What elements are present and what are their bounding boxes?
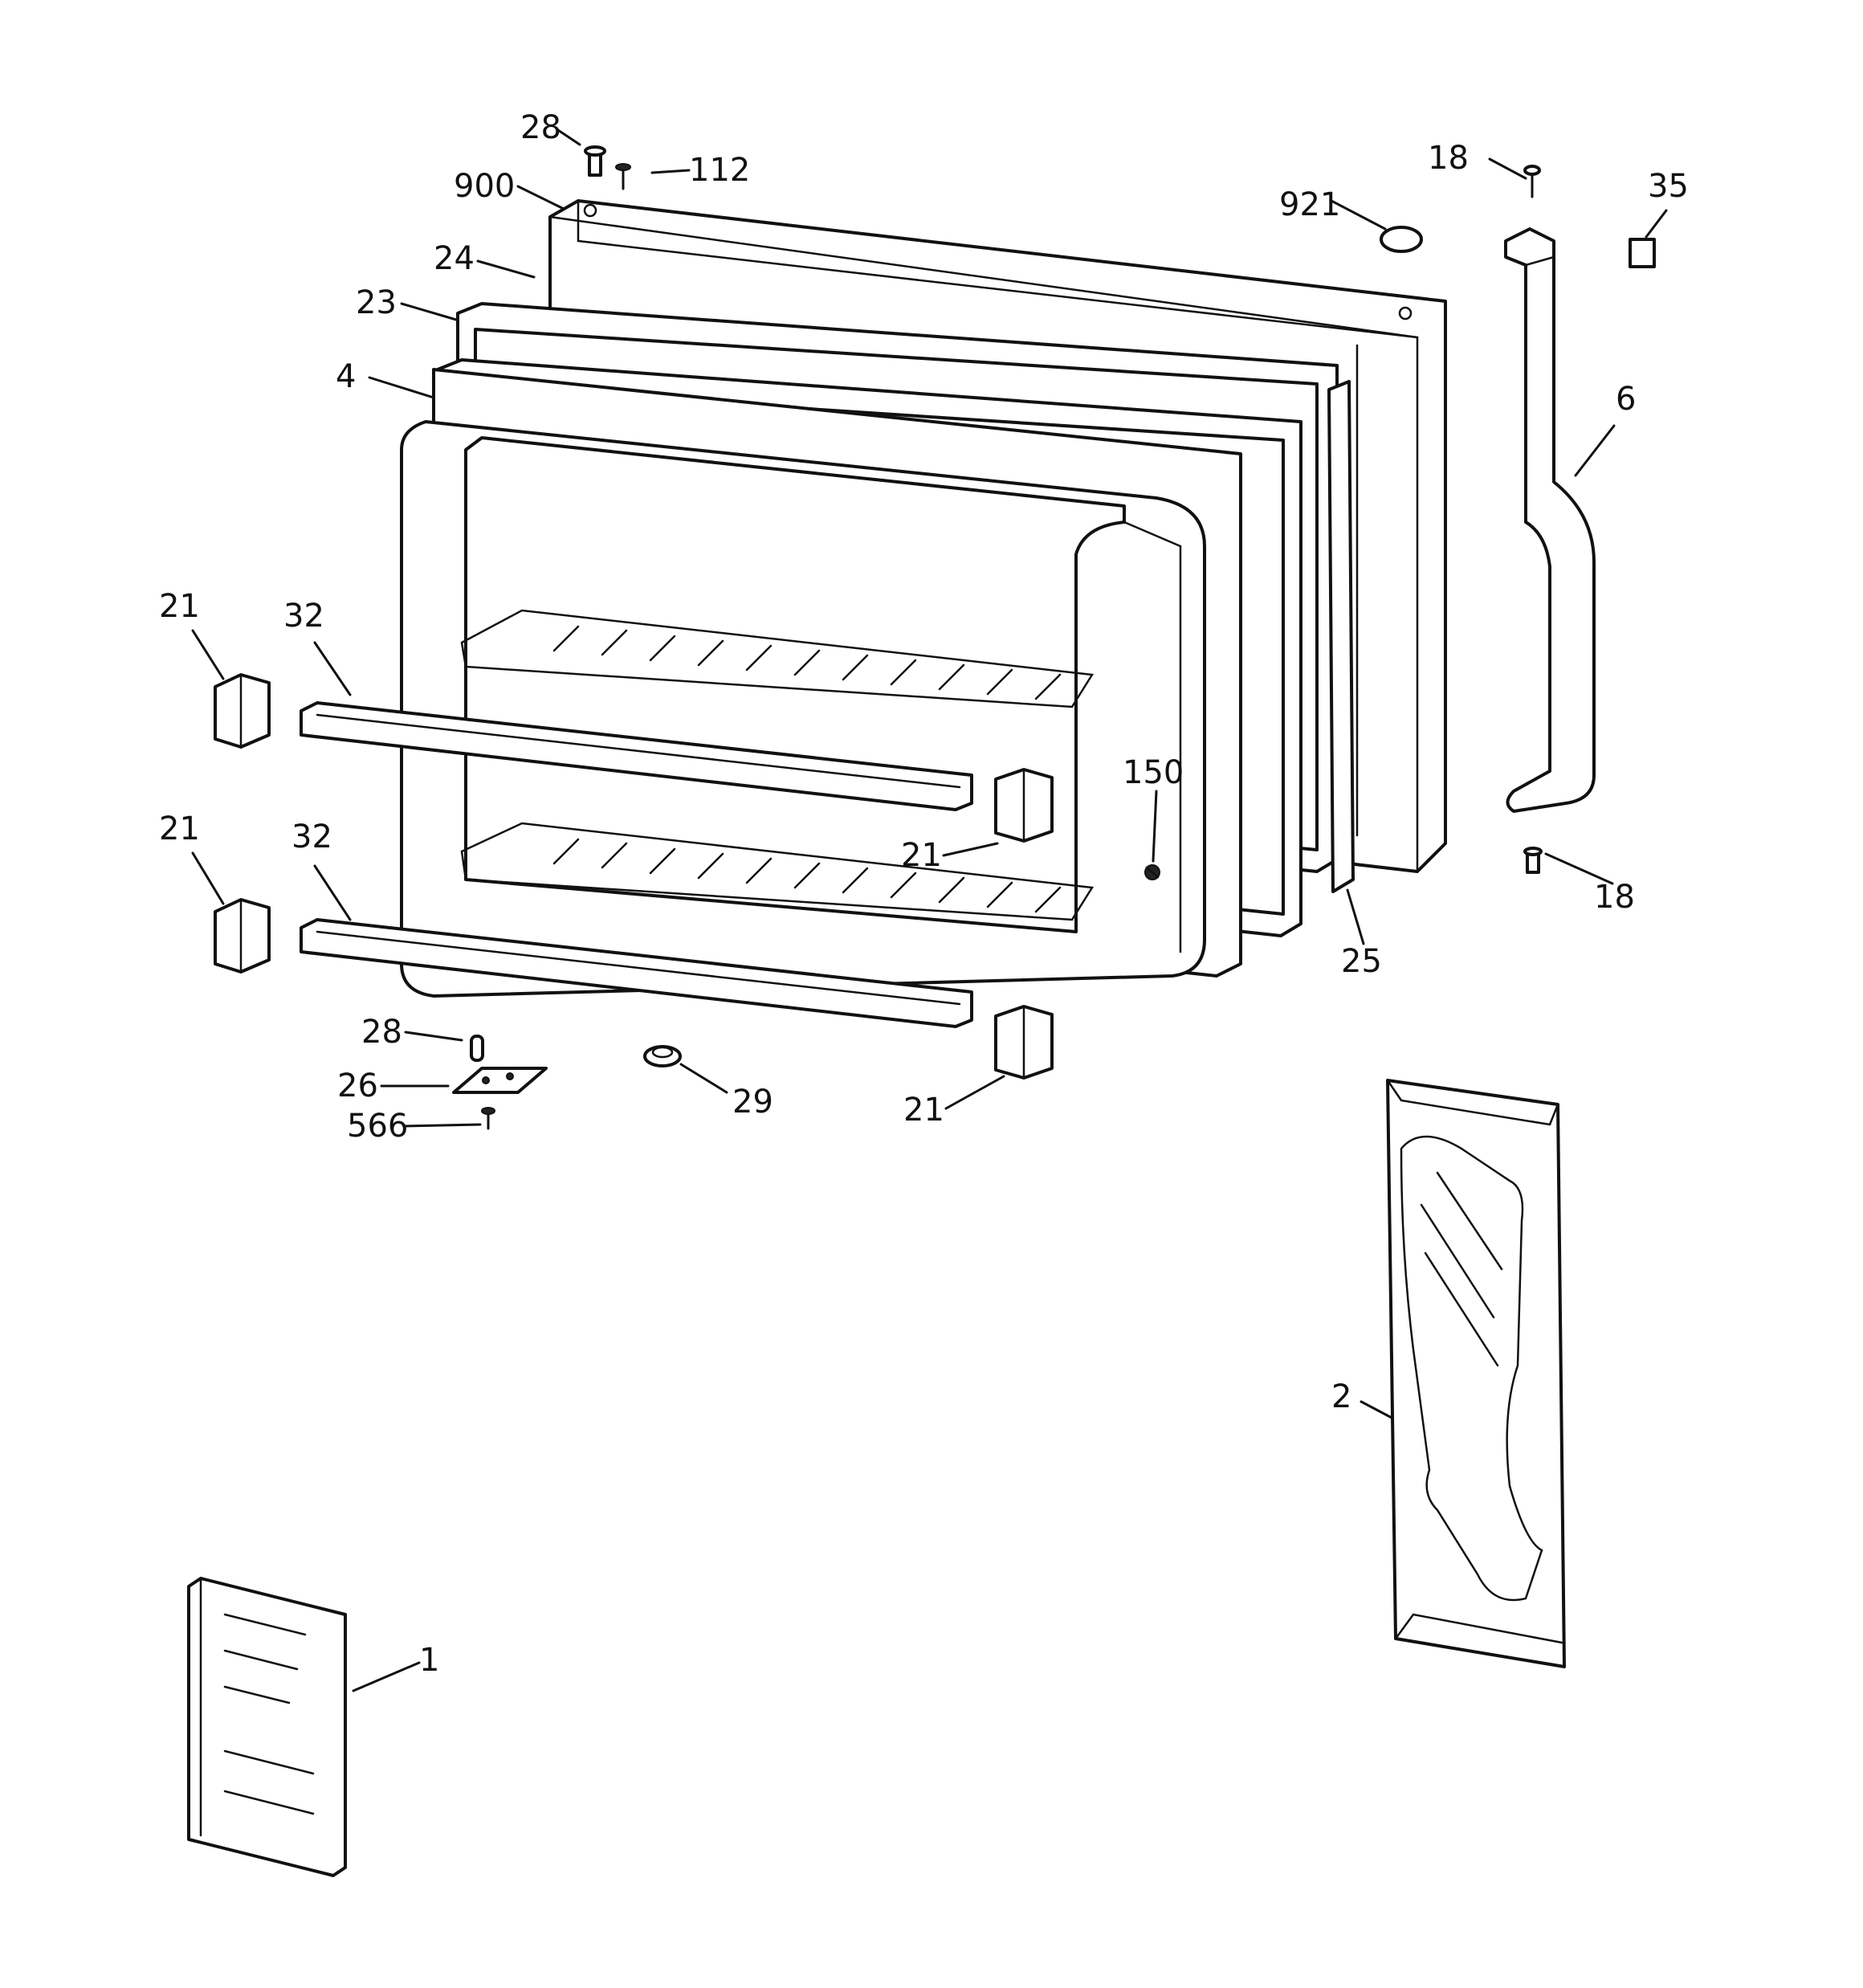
door-handle (1504, 227, 1596, 813)
callout-18-top: 18 (1428, 140, 1469, 177)
callout-112: 112 (689, 152, 750, 189)
callout-566: 566 (347, 1108, 408, 1145)
screw-icon (615, 163, 631, 190)
callout-35: 35 (1648, 168, 1689, 205)
bar-end-cap-upper-left (214, 673, 271, 749)
callout-23: 23 (356, 284, 397, 321)
callout-21-lower-right: 21 (903, 1092, 944, 1129)
callout-29: 29 (732, 1084, 773, 1121)
bar-end-cap-lower-left (214, 898, 271, 974)
callout-18-bottom: 18 (1594, 879, 1635, 916)
callout-26: 26 (337, 1067, 378, 1104)
hinge-plate-icon (452, 1067, 548, 1094)
callout-900: 900 (454, 168, 515, 205)
callout-150: 150 (1123, 754, 1184, 791)
leader-lines (191, 129, 1668, 1692)
inner-door-liner (400, 420, 1206, 998)
callout-2: 2 (1331, 1378, 1351, 1415)
callout-28-top: 28 (520, 109, 561, 146)
screw-icon (481, 1107, 495, 1130)
door-seal-strip (1327, 380, 1355, 893)
bushing-icon (643, 1045, 682, 1067)
callout-labels: 28 112 900 24 23 4 921 18 35 6 21 32 21 … (159, 109, 1689, 1679)
callout-32-upper: 32 (283, 598, 324, 635)
callout-32-lower: 32 (291, 818, 332, 855)
screw-icon (584, 145, 606, 177)
screw-icon (1523, 847, 1543, 874)
hinge-pin-icon (470, 1035, 484, 1062)
callout-1: 1 (419, 1642, 439, 1679)
bar-end-cap-upper-right (994, 768, 1054, 843)
callout-21-upper-right: 21 (901, 837, 942, 874)
screw-icon (1523, 165, 1541, 198)
callout-24: 24 (434, 240, 475, 277)
callout-25: 25 (1341, 943, 1382, 980)
lower-door-bar (300, 918, 973, 1028)
bar-end-cap-lower-right (994, 1005, 1054, 1080)
cap-icon (1629, 238, 1656, 268)
callout-21-lower-left: 21 (159, 810, 200, 847)
callout-6: 6 (1616, 381, 1636, 418)
callout-4: 4 (336, 358, 356, 395)
upper-door-bar (300, 701, 973, 811)
handle-package (1386, 1079, 1566, 1668)
mounting-screw-icon (1144, 864, 1160, 880)
callout-21-upper-left: 21 (159, 588, 200, 625)
hole-plug-icon (1380, 226, 1423, 253)
callout-28-bottom: 28 (361, 1014, 402, 1051)
upper-shelf-ribs (552, 625, 1062, 700)
lower-shelf-ribs (552, 838, 1062, 913)
callout-921: 921 (1279, 186, 1340, 223)
owners-manual (187, 1577, 347, 1877)
